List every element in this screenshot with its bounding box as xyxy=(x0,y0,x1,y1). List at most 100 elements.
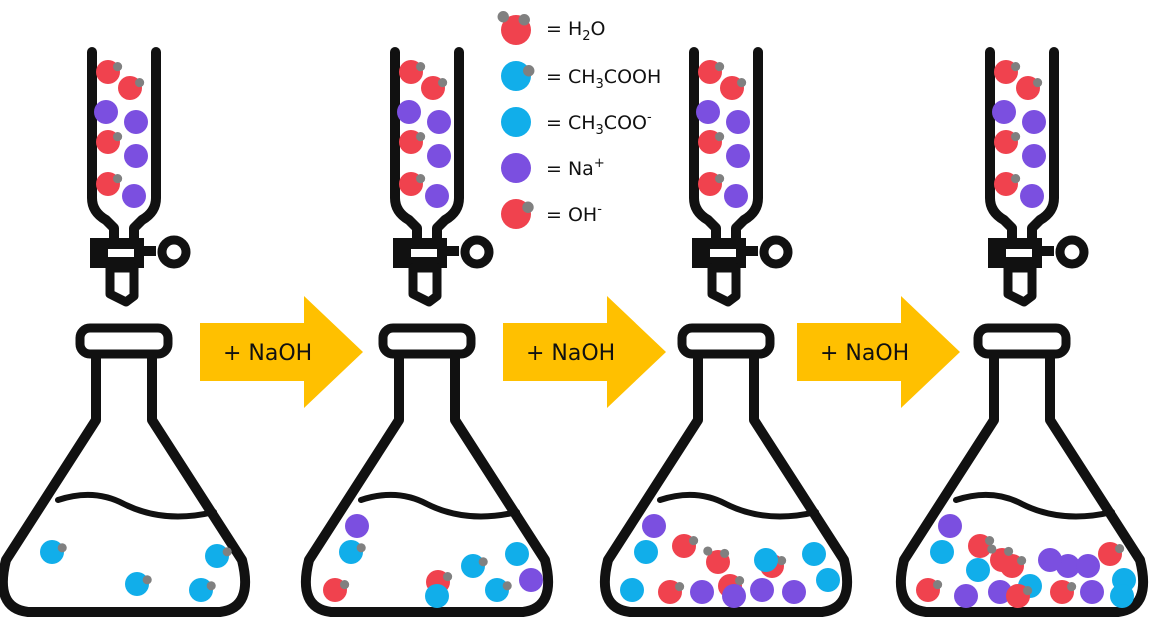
add-naoh-arrow: + NaOH xyxy=(503,296,666,408)
legend-item-water: = H2O xyxy=(497,11,606,45)
acetic-icon xyxy=(461,554,488,578)
hydroxide-icon xyxy=(323,578,350,602)
sodium-icon xyxy=(938,514,962,538)
acetate-icon xyxy=(816,568,840,592)
hydroxide-icon xyxy=(994,60,1021,84)
sodium-icon xyxy=(501,153,531,183)
sodium-icon xyxy=(427,144,451,168)
sodium-icon xyxy=(724,184,748,208)
hydroxide-icon xyxy=(672,534,699,558)
legend-label: = Na+ xyxy=(546,156,605,180)
hydroxide-icon xyxy=(399,172,426,196)
sodium-icon xyxy=(519,568,543,592)
water-icon xyxy=(703,546,730,574)
water-icon xyxy=(497,11,531,45)
sodium-icon xyxy=(992,100,1016,124)
hydroxide-icon xyxy=(698,130,725,154)
acetate-icon xyxy=(425,584,449,608)
sodium-icon xyxy=(954,584,978,608)
acetic-icon xyxy=(501,61,535,91)
legend-label: = OH- xyxy=(546,202,602,226)
sodium-icon xyxy=(122,184,146,208)
hydroxide-icon xyxy=(1098,542,1125,566)
acetic-icon xyxy=(40,540,67,564)
sodium-icon xyxy=(1020,184,1044,208)
erlenmeyer-flask xyxy=(895,323,1149,617)
legend-label: = CH3COO- xyxy=(546,110,652,138)
acetate-icon xyxy=(634,540,658,564)
legend-item-acetate: = CH3COO- xyxy=(501,107,652,138)
add-naoh-arrow: + NaOH xyxy=(797,296,960,408)
burette xyxy=(689,47,793,307)
hydroxide-icon xyxy=(720,76,747,100)
hydroxide-icon xyxy=(994,172,1021,196)
sodium-icon xyxy=(750,578,774,602)
sodium-icon xyxy=(124,110,148,134)
burette xyxy=(985,47,1089,307)
erlenmeyer-flask xyxy=(0,323,251,617)
water-icon xyxy=(987,544,1014,572)
hydroxide-icon xyxy=(968,534,995,558)
legend-item-acetic: = CH3COOH xyxy=(501,61,661,92)
acetic-icon xyxy=(189,578,216,602)
legend-label: = CH3COOH xyxy=(546,66,661,92)
sodium-icon xyxy=(397,100,421,124)
hydroxide-icon xyxy=(501,199,534,229)
sodium-icon xyxy=(726,110,750,134)
sodium-icon xyxy=(1080,580,1104,604)
hydroxide-icon xyxy=(994,130,1021,154)
add-naoh-arrow: + NaOH xyxy=(200,296,363,408)
setup-stage-4 xyxy=(895,47,1149,617)
setup-stage-1 xyxy=(0,47,251,617)
acetate-icon xyxy=(620,578,644,602)
arrow-label: + NaOH xyxy=(223,341,312,366)
acetate-icon xyxy=(1110,584,1134,608)
sodium-icon xyxy=(1022,110,1046,134)
hydroxide-icon xyxy=(698,60,725,84)
sodium-icon xyxy=(642,514,666,538)
acetate-icon xyxy=(505,542,529,566)
acetate-icon xyxy=(930,540,954,564)
setup-stage-2 xyxy=(300,47,554,617)
arrows-group: + NaOH + NaOH + NaOH xyxy=(200,296,960,408)
acetic-icon xyxy=(339,540,366,564)
acetate-icon xyxy=(966,558,990,582)
legend-item-sodium: = Na+ xyxy=(501,153,605,183)
sodium-icon xyxy=(782,580,806,604)
arrow-label: + NaOH xyxy=(526,341,615,366)
sodium-icon xyxy=(94,100,118,124)
sodium-icon xyxy=(1038,548,1062,572)
hydroxide-icon xyxy=(658,580,685,604)
sodium-icon xyxy=(425,184,449,208)
hydroxide-icon xyxy=(916,578,943,602)
hydroxide-icon xyxy=(1050,580,1077,604)
sodium-icon xyxy=(124,144,148,168)
sodium-icon xyxy=(427,110,451,134)
setup-stage-3 xyxy=(599,47,853,617)
acetate-icon xyxy=(501,107,531,137)
hydroxide-icon xyxy=(118,76,145,100)
hydroxide-icon xyxy=(96,172,123,196)
acetate-icon xyxy=(754,548,778,572)
hydroxide-icon xyxy=(421,76,448,100)
acetic-icon xyxy=(485,578,512,602)
sodium-icon xyxy=(988,580,1012,604)
hydroxide-icon xyxy=(96,130,123,154)
sodium-icon xyxy=(722,584,746,608)
arrow-label: + NaOH xyxy=(820,341,909,366)
acetic-icon xyxy=(205,544,232,568)
hydroxide-icon xyxy=(399,60,426,84)
sodium-icon xyxy=(726,144,750,168)
acetate-icon xyxy=(802,542,826,566)
sodium-icon xyxy=(1076,554,1100,578)
hydroxide-icon xyxy=(698,172,725,196)
apparatus-group xyxy=(0,47,1149,617)
acetic-icon xyxy=(125,572,152,596)
sodium-icon xyxy=(690,580,714,604)
legend-item-hydroxide: = OH- xyxy=(501,199,602,229)
hydroxide-icon xyxy=(96,60,123,84)
legend-label: = H2O xyxy=(546,18,606,44)
burette xyxy=(87,47,191,307)
sodium-icon xyxy=(696,100,720,124)
